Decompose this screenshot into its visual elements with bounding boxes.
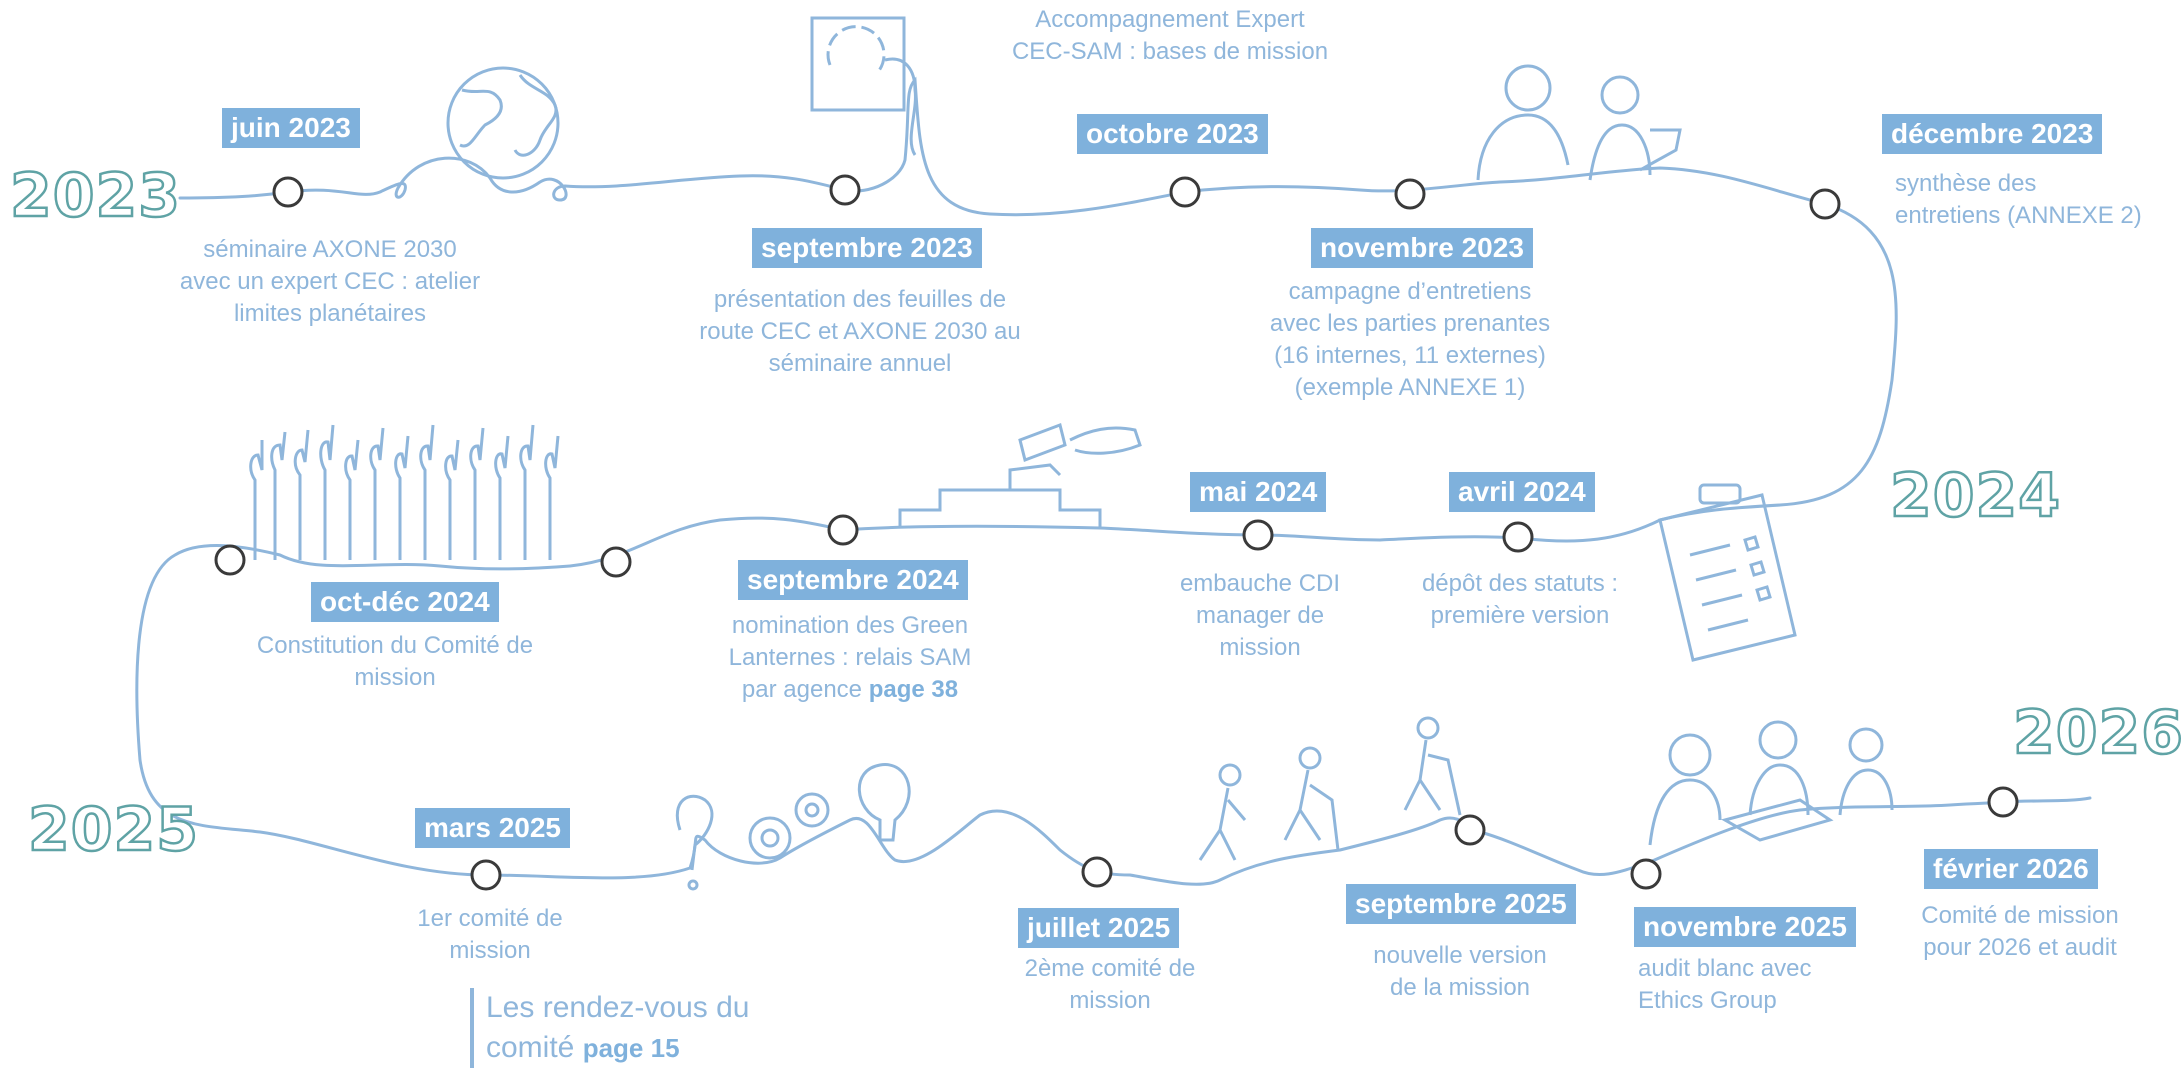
timeline-node — [1630, 858, 1662, 890]
date-label-mai-2024: mai 2024 — [1190, 472, 1327, 512]
timeline-path — [135, 76, 2092, 886]
podium-steps-icon — [898, 423, 1142, 528]
page-ref-38[interactable]: page 38 — [868, 676, 959, 703]
date-label-septembre-2023: septembre 2023 — [752, 228, 982, 268]
year-2025: 2025 — [27, 795, 200, 865]
date-label-fevrier-2026: février 2026 — [1924, 849, 2098, 889]
event-desc-avril-2024: dépôt des statuts :première version — [1421, 570, 1619, 629]
committee-callout: Les rendez-vous du comité page 15 — [470, 988, 750, 1068]
timeline-node — [1454, 814, 1486, 846]
hikers-icon — [1198, 716, 1462, 861]
timeline-node — [600, 546, 632, 578]
timeline-node — [1809, 188, 1841, 220]
timeline-node — [829, 174, 861, 206]
globe-icon — [446, 66, 560, 180]
question-gears-bulb-icon — [675, 763, 911, 891]
date-label-decembre-2023: décembre 2023 — [1882, 114, 2103, 154]
document-hand-icon — [810, 16, 917, 156]
team-meeting-icon — [1648, 720, 1894, 846]
date-label-juin-2023: juin 2023 — [222, 108, 360, 148]
timeline-nodes — [214, 174, 2019, 891]
year-2023: 2023 — [9, 161, 182, 231]
timeline-node — [272, 176, 304, 208]
year-2026: 2026 — [2012, 698, 2183, 768]
date-label-septembre-2025: septembre 2025 — [1346, 884, 1576, 924]
timeline-node — [1987, 786, 2019, 818]
date-label-septembre-2024: septembre 2024 — [738, 560, 968, 600]
timeline-node — [827, 514, 859, 546]
date-label-oct-dec-2024: oct-déc 2024 — [311, 582, 499, 622]
timeline-node — [470, 859, 502, 891]
date-label-mars-2025: mars 2025 — [415, 808, 571, 848]
date-label-octobre-2023: octobre 2023 — [1077, 114, 1268, 154]
date-label-avril-2024: avril 2024 — [1449, 472, 1595, 512]
date-label-novembre-2025: novembre 2025 — [1634, 907, 1856, 947]
year-2024: 2024 — [1889, 461, 2062, 531]
clipboard-checklist-icon — [1658, 483, 1797, 662]
date-label-juillet-2025: juillet 2025 — [1018, 908, 1180, 948]
timeline-node — [214, 544, 246, 576]
meeting-people-icon — [1476, 64, 1682, 181]
timeline-node — [1242, 519, 1274, 551]
timeline-node — [1081, 856, 1113, 888]
page-ref-15[interactable]: page 15 — [582, 1033, 680, 1063]
timeline-node — [1502, 521, 1534, 553]
raised-hands-icon — [249, 424, 560, 560]
timeline-node — [1169, 176, 1201, 208]
date-label-novembre-2023: novembre 2023 — [1311, 228, 1533, 268]
timeline-node — [1394, 178, 1426, 210]
